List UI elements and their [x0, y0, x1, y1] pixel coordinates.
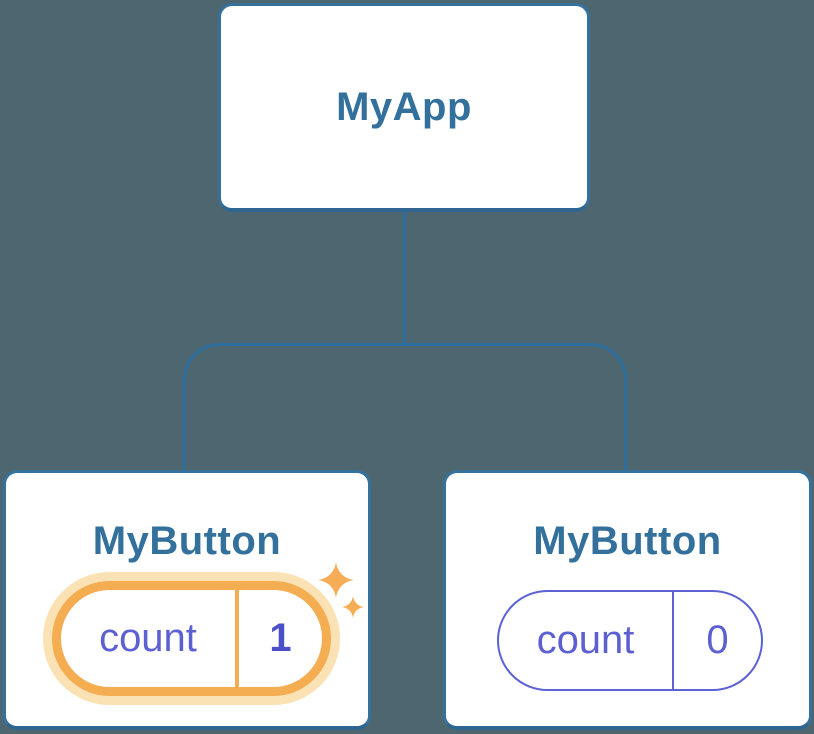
state-key: count [536, 618, 635, 662]
state-pill-highlighted: count 1 [52, 581, 331, 696]
pill-divider [235, 590, 239, 687]
state-value: 1 [269, 616, 292, 660]
child-node-label: MyButton [533, 519, 722, 563]
state-key: count [99, 616, 197, 660]
child-node-label: MyButton [92, 519, 282, 563]
root-node-label: MyApp [336, 84, 472, 129]
connector-stem [403, 211, 406, 345]
tree-node-child-right: MyButton count 0 [443, 470, 812, 730]
state-pill-plain: count 0 [497, 590, 763, 691]
sparkle-icon [318, 562, 354, 598]
connector-branch [183, 343, 627, 472]
sparkle-icon [342, 596, 364, 618]
tree-node-child-left: MyButton count 1 [3, 470, 371, 730]
state-value: 0 [706, 618, 729, 662]
pill-divider [672, 592, 674, 689]
tree-node-root: MyApp [218, 3, 590, 212]
